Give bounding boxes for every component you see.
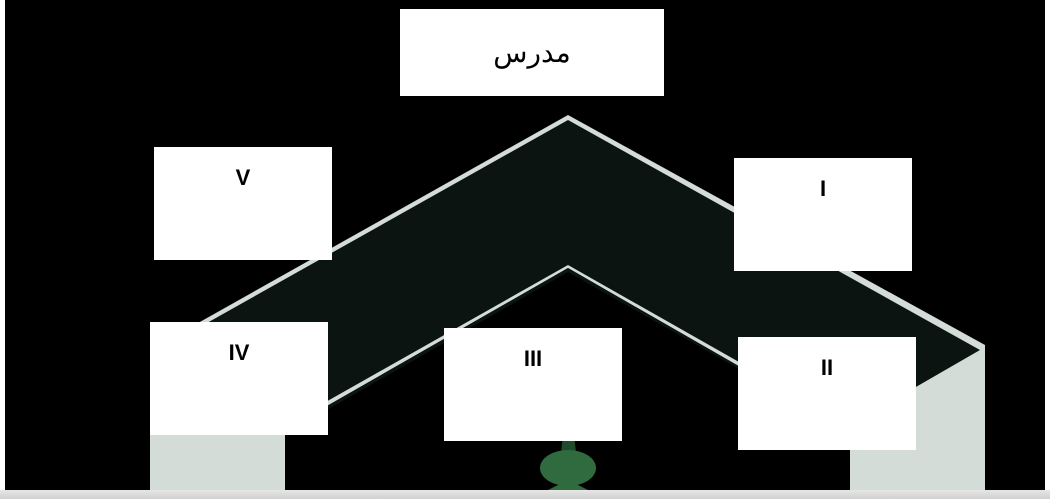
- node-label-i: I: [820, 176, 826, 271]
- node-box-ii: II: [738, 337, 916, 450]
- node-label-ii: II: [821, 355, 833, 450]
- node-box-iv: IV: [150, 322, 328, 435]
- node-label-iv: IV: [229, 340, 250, 435]
- node-box-iii: III: [444, 328, 622, 441]
- node-box-i: I: [734, 158, 912, 271]
- bottom-strip: [0, 490, 1050, 499]
- node-label-v: V: [236, 165, 251, 260]
- node-label-iii: III: [524, 346, 542, 441]
- node-box-v: V: [154, 147, 332, 260]
- teacher-box: مدرس: [400, 9, 664, 96]
- teacher-label: مدرس: [493, 36, 570, 69]
